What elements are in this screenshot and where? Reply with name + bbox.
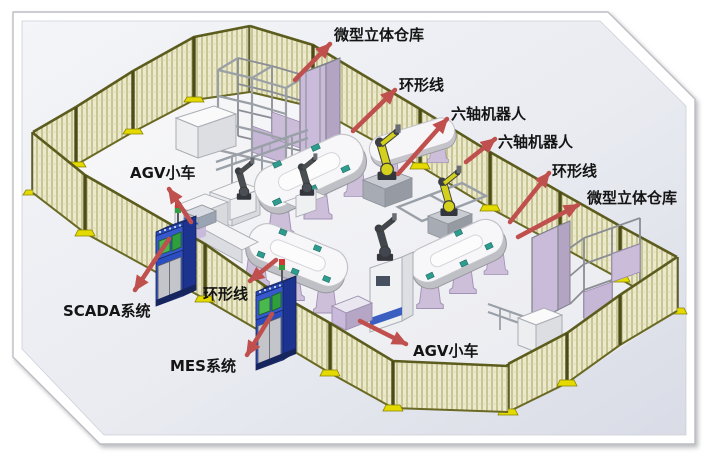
- conveyor-exit: [192, 216, 259, 264]
- robot-workstation-center: [369, 212, 414, 333]
- callout-arrow-scada-system: [132, 236, 172, 293]
- ring-conveyor-right: [408, 218, 509, 309]
- label-micro-warehouse-right: 微型立体仓库: [586, 189, 677, 207]
- callout-arrow-ring-line-right: [507, 170, 552, 225]
- label-mes-system: MES系统: [170, 357, 236, 375]
- callout-arrow-six-axis-robot-1: [395, 116, 450, 177]
- scada-kiosk: [155, 215, 197, 307]
- callout-arrow-mes-system: [244, 311, 275, 358]
- robot-arm-small-1: [229, 156, 257, 221]
- callout-arrow-agv-cart-bottom: [357, 318, 409, 347]
- callout-arrow-ring-line-bottom: [247, 257, 279, 284]
- cell-floor: [33, 92, 677, 412]
- callout-arrow-micro-warehouse-right: [515, 202, 581, 240]
- six-axis-robot-1-unit: [361, 123, 414, 208]
- label-scada-system: SCADA系统: [63, 302, 150, 320]
- label-six-axis-robot-1: 六轴机器人: [451, 105, 527, 123]
- label-ring-line-top: 环形线: [399, 76, 444, 94]
- callout-arrow-six-axis-robot-2: [463, 136, 498, 165]
- label-six-axis-robot-2: 六轴机器人: [498, 133, 574, 151]
- robot-arm-small-2: [282, 152, 328, 218]
- signal-tower-2: [279, 259, 285, 282]
- callout-labels: 微型立体仓库 环形线 六轴机器人 六轴机器人 环形线 微型立体仓库 AGV小车 …: [63, 26, 677, 375]
- transfer-rail: [215, 128, 309, 184]
- label-agv-cart-top: AGV小车: [130, 164, 196, 182]
- label-ring-line-right: 环形线: [552, 162, 597, 180]
- label-agv-cart-bottom: AGV小车: [413, 342, 479, 360]
- ring-conveyor-top: [253, 133, 369, 237]
- label-ring-line-bottom: 环形线: [203, 285, 248, 303]
- mes-kiosk: [255, 275, 297, 371]
- callout-arrow-micro-warehouse-top: [292, 41, 333, 83]
- label-micro-warehouse-top: 微型立体仓库: [333, 26, 424, 44]
- callout-arrow-agv-cart-top: [166, 186, 194, 225]
- callout-arrow-ring-line-top: [350, 87, 398, 134]
- ring-conveyor-left: [242, 223, 349, 314]
- safety-fence-se: [497, 255, 678, 416]
- agv-cart-bottom-unit: [330, 295, 374, 331]
